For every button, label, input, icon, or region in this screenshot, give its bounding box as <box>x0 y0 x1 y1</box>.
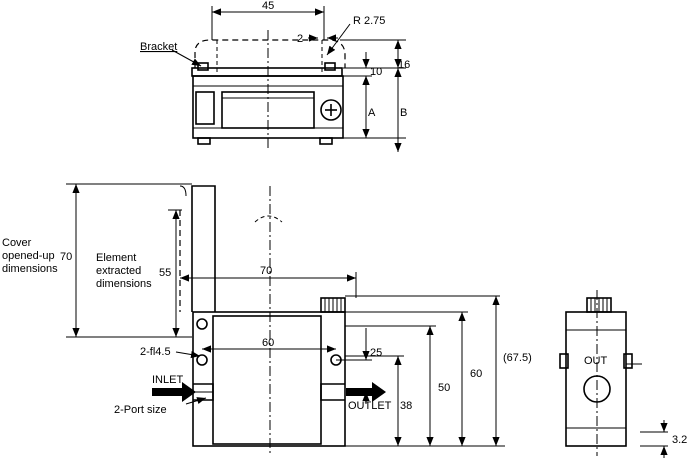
dim-60: 60 <box>470 368 482 380</box>
bracket-screw-left <box>197 62 209 71</box>
dim-10: 10 <box>370 66 382 78</box>
label-outlet: OUTLET <box>348 400 392 412</box>
dim-45: 45 <box>262 0 274 12</box>
front-view: Cover opened-up dimensions 70 Element ex… <box>2 183 532 456</box>
top-knob <box>320 99 342 121</box>
label-hole: 2-fl4.5 <box>140 346 171 358</box>
side-port <box>583 375 611 403</box>
label-port-size: 2-Port size <box>114 404 167 416</box>
side-body <box>565 311 627 447</box>
dim-675: (67.5) <box>503 352 532 364</box>
inlet-arrow <box>152 382 196 402</box>
dim-32: 3.2 <box>672 434 687 446</box>
dim-2: 2 <box>297 33 303 45</box>
front-body <box>192 311 346 447</box>
label-cover-3: dimensions <box>2 263 58 275</box>
label-cover-1: Cover <box>2 237 32 249</box>
label-element-2: extracted <box>96 265 141 277</box>
dim-16: 16 <box>398 59 410 71</box>
dim-width-70: 70 <box>260 265 272 277</box>
label-bracket: Bracket <box>140 41 177 53</box>
outlet-arrow <box>346 382 386 402</box>
side-view: OUT 3.2 <box>559 290 687 458</box>
top-bracket-plate <box>191 67 343 77</box>
top-cover-outline <box>194 39 346 68</box>
bracket-screw-right <box>324 62 336 71</box>
label-out: OUT <box>584 355 608 367</box>
dim-cover-70: 70 <box>60 251 72 263</box>
mount-hole-tl <box>196 318 208 330</box>
label-r275: R 2.75 <box>353 15 385 27</box>
front-inner <box>212 315 322 445</box>
dim-25: 25 <box>370 347 382 359</box>
label-element-3: dimensions <box>96 278 152 290</box>
label-inlet: INLET <box>152 374 183 386</box>
dim-b: B <box>400 107 407 119</box>
dim-width-60: 60 <box>262 337 274 349</box>
label-element-1: Element <box>96 252 136 264</box>
mount-hole-ml <box>196 354 208 366</box>
dim-50: 50 <box>438 382 450 394</box>
dim-38: 38 <box>400 400 412 412</box>
dim-element-55: 55 <box>159 267 171 279</box>
dim-a: A <box>368 107 376 119</box>
top-view: 45 2 R 2.75 Bracket 10 16 A B <box>140 0 410 152</box>
cover-open-outline <box>191 185 216 312</box>
top-left-port <box>195 91 215 125</box>
label-cover-2: opened-up <box>2 250 55 262</box>
